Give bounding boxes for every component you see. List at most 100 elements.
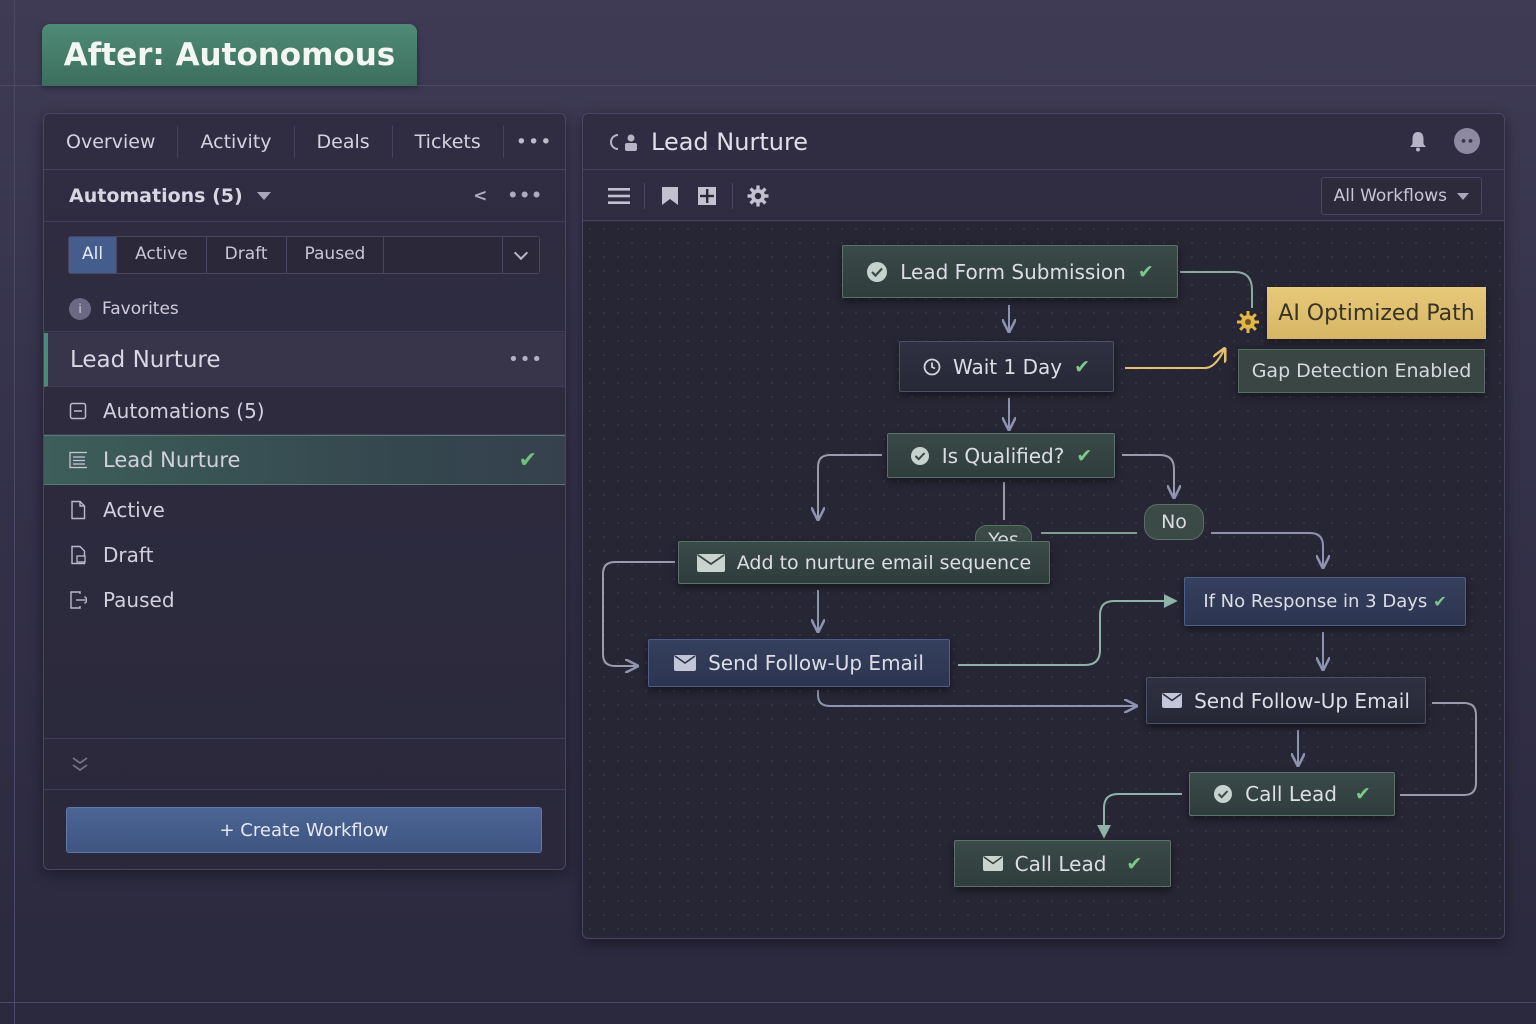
tree-item-paused[interactable]: Paused (44, 576, 565, 624)
tab-overview[interactable]: Overview (44, 125, 179, 158)
node-label: Call Lead (1245, 782, 1337, 806)
filter-dropdown[interactable] (503, 237, 540, 273)
editor-title: Lead Nurture (651, 127, 809, 156)
favorites-label: Favorites (102, 298, 179, 319)
envelope-icon (1162, 693, 1183, 708)
toolbar-divider (644, 182, 645, 209)
check-icon: ✔ (1074, 355, 1090, 378)
automations-header[interactable]: Automations (5) < ••• (44, 170, 565, 222)
tree-label: Lead Nurture (103, 448, 241, 472)
workflow-user-icon (610, 133, 637, 151)
wait-node[interactable]: Wait 1 Day ✔ (899, 341, 1114, 392)
gap-detection-tag: Gap Detection Enabled (1238, 349, 1485, 393)
bookmark-icon[interactable] (658, 184, 682, 208)
ai-gear-icon (1237, 311, 1259, 333)
followup-email-node-right[interactable]: Send Follow-Up Email (1146, 677, 1426, 724)
status-filter: All Active Draft Paused (68, 236, 541, 274)
page-title: After: Autonomous (42, 24, 417, 86)
tab-tickets[interactable]: Tickets (393, 125, 504, 158)
tree-label: Automations (5) (103, 398, 265, 423)
tab-deals[interactable]: Deals (295, 125, 393, 158)
nurture-sequence-node[interactable]: Add to nurture email sequence (678, 541, 1050, 584)
check-circle-icon (1213, 784, 1233, 804)
node-label: Is Qualified? (941, 443, 1065, 468)
tree-item-automations[interactable]: Automations (5) (44, 387, 565, 435)
node-label: Lead Form Submission (900, 259, 1126, 284)
avatar[interactable]: •• (1454, 128, 1480, 154)
node-label: If No Response in 3 Days (1203, 591, 1428, 612)
ai-tag-label: AI Optimized Path (1278, 300, 1475, 326)
envelope-icon (982, 856, 1003, 871)
trigger-lead-form-node[interactable]: Lead Form Submission ✔ (842, 245, 1178, 298)
node-label: Add to nurture email sequence (736, 551, 1032, 574)
call-lead-node-1[interactable]: Call Lead ✔ (1189, 772, 1395, 816)
draft-document-icon (69, 545, 87, 565)
check-icon: ✔ (1433, 592, 1447, 611)
add-node-icon[interactable] (695, 184, 719, 208)
call-lead-node-2[interactable]: Call Lead ✔ (954, 840, 1171, 887)
automations-header-label: Automations (5) (69, 184, 243, 207)
favorites-item[interactable]: i Favorites (44, 286, 565, 332)
workflow-filter-select[interactable]: All Workflows (1320, 177, 1482, 215)
collapse-bar[interactable] (44, 738, 565, 790)
double-chevron-down-icon[interactable] (70, 755, 90, 773)
no-response-node[interactable]: If No Response in 3 Days ✔ (1184, 577, 1466, 626)
filter-all[interactable]: All (69, 237, 118, 273)
envelope-icon (696, 553, 725, 572)
more-tabs-icon[interactable]: ••• (515, 130, 553, 153)
branch-label: No (1161, 511, 1187, 533)
node-label: Call Lead (1014, 851, 1107, 876)
check-circle-icon (910, 446, 930, 466)
caret-down-icon (1457, 192, 1469, 200)
collapse-left-icon[interactable]: < (473, 186, 488, 206)
filter-active[interactable]: Active (117, 237, 207, 273)
node-label: Send Follow-Up Email (1194, 688, 1410, 713)
toolbar-divider (732, 182, 733, 209)
condition-qualified-node[interactable]: Is Qualified? ✔ (887, 433, 1115, 478)
chevron-down-icon (514, 245, 529, 261)
editor-header: Lead Nurture •• (583, 114, 1504, 170)
branch-no-label: No (1144, 504, 1204, 540)
ai-optimized-path-tag: AI Optimized Path (1267, 287, 1486, 339)
check-circle-icon (866, 261, 888, 283)
followup-email-node-left[interactable]: Send Follow-Up Email (648, 639, 950, 687)
check-icon: ✔ (1126, 852, 1143, 875)
bell-icon[interactable] (1408, 130, 1428, 152)
tab-activity[interactable]: Activity (178, 125, 295, 158)
menu-icon[interactable] (607, 184, 631, 208)
tree-label: Paused (103, 588, 175, 612)
gear-icon[interactable] (746, 184, 770, 208)
check-icon: ✔ (1076, 444, 1093, 467)
tree-item-lead-nurture[interactable]: Lead Nurture ✔ (44, 435, 565, 485)
filter-paused[interactable]: Paused (286, 237, 385, 273)
top-tabs: Overview Activity Deals Tickets ••• (44, 114, 565, 170)
check-icon: ✔ (1354, 783, 1371, 805)
create-workflow-label: + Create Workflow (219, 819, 389, 841)
filter-spacer (384, 237, 504, 273)
automations-sidebar: Overview Activity Deals Tickets ••• Auto… (43, 113, 566, 870)
frame-divider (0, 85, 1536, 86)
check-icon: ✔ (1137, 260, 1154, 283)
create-workflow-button[interactable]: + Create Workflow (66, 807, 542, 853)
list-icon (69, 451, 87, 469)
tree-item-draft[interactable]: Draft (44, 531, 565, 579)
group-lead-nurture[interactable]: Lead Nurture ••• (44, 333, 565, 387)
collapse-box-icon (69, 402, 87, 420)
clock-icon (923, 358, 941, 376)
more-options-icon[interactable]: ••• (507, 186, 543, 206)
check-icon: ✔ (518, 447, 537, 473)
editor-toolbar: All Workflows (583, 171, 1504, 221)
more-options-icon[interactable]: ••• (508, 349, 543, 370)
exit-document-icon (69, 591, 87, 609)
envelope-icon (674, 655, 697, 671)
document-icon (69, 500, 87, 520)
gap-detection-label: Gap Detection Enabled (1251, 360, 1472, 382)
filter-draft[interactable]: Draft (206, 237, 287, 273)
node-label: Wait 1 Day (952, 354, 1063, 379)
page-title-text: After: Autonomous (63, 37, 396, 73)
frame-divider (0, 1002, 1536, 1003)
tree-item-active[interactable]: Active (44, 486, 565, 534)
caret-down-icon[interactable] (256, 191, 271, 200)
node-label: Send Follow-Up Email (708, 651, 924, 675)
workflow-filter-value: All Workflows (1333, 186, 1447, 206)
